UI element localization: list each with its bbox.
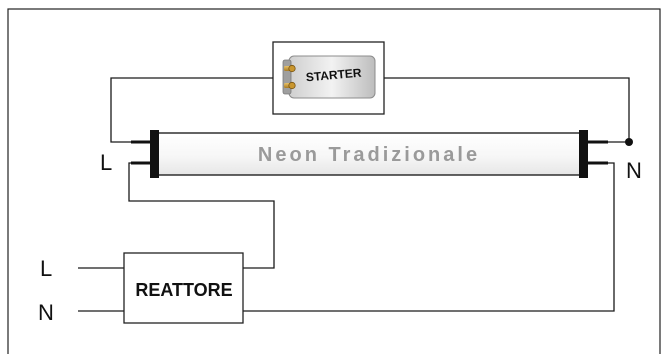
tube-right-endcap (579, 130, 588, 178)
junction-dot (625, 138, 633, 146)
starter-label: STARTER (305, 66, 362, 85)
label-supply-L: L (40, 256, 52, 281)
wire-starter-right (384, 77, 630, 142)
ballast-box (123, 252, 244, 324)
wire-tube-to-neutral (243, 162, 615, 312)
tube-label: Neon Tradizionale (258, 144, 480, 166)
ballast-label: REATTORE (135, 280, 232, 300)
label-tube-N: N (626, 158, 642, 183)
tube-left-endcap (150, 130, 159, 178)
ballast: REATTORE (123, 252, 244, 324)
label-supply-N: N (38, 300, 54, 325)
starter: STARTER (272, 41, 385, 115)
wire-tube-to-ballast (128, 162, 275, 269)
label-tube-L: L (100, 150, 112, 175)
diagram-frame (7, 8, 661, 354)
wire-starter-left (110, 77, 273, 143)
starter-image (282, 55, 376, 99)
neon-tube: Neon Tradizionale (131, 130, 608, 178)
